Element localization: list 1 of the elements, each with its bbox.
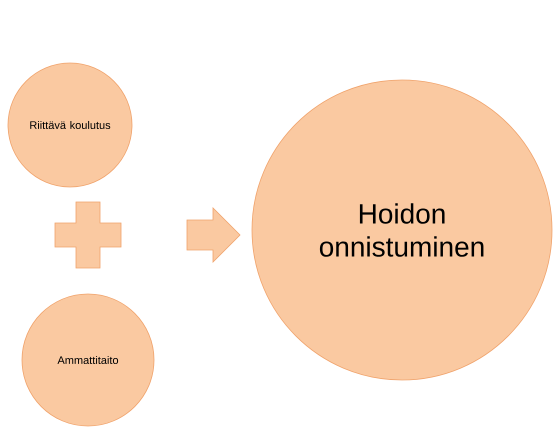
block-arrow — [186, 207, 241, 263]
